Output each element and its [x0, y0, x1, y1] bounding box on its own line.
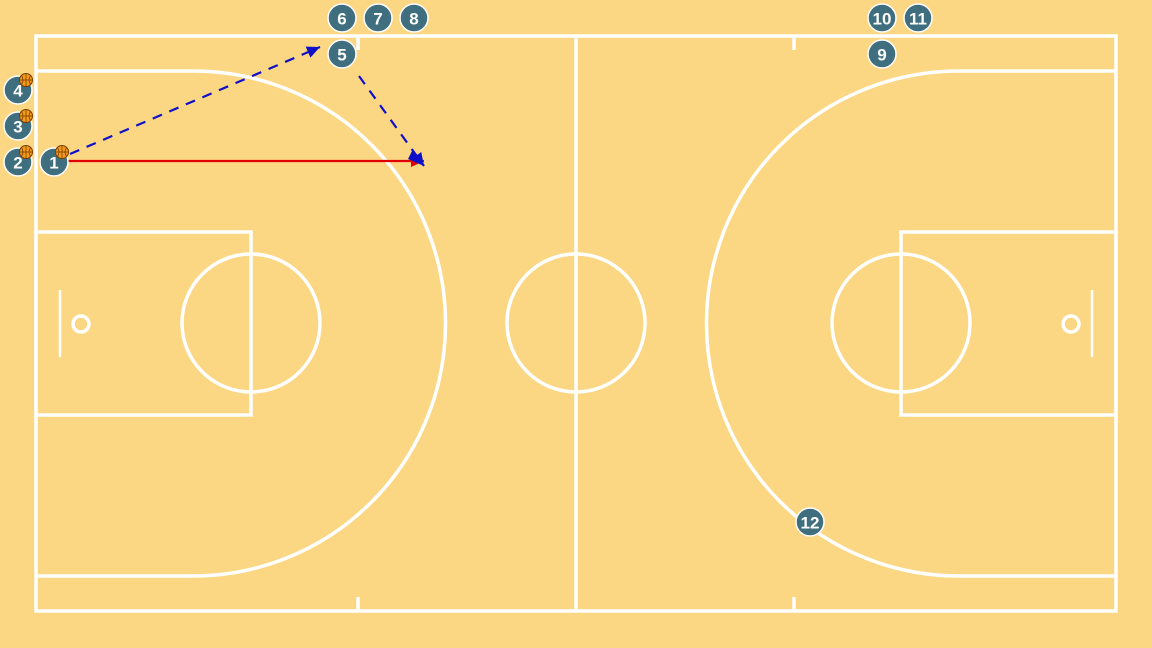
cut-arrowhead-overlay: [408, 151, 424, 166]
player-marker: [795, 507, 825, 537]
player-6[interactable]: 6: [327, 3, 357, 33]
key-right: [899, 230, 1118, 417]
player-number: 11: [909, 10, 927, 29]
player-5[interactable]: 5: [327, 39, 357, 69]
basket-right: [1061, 314, 1081, 334]
center-circle: [505, 252, 647, 394]
player-number: 8: [409, 10, 418, 29]
player-number: 2: [13, 154, 22, 173]
player-number: 4: [13, 82, 23, 101]
court-lines: [34, 34, 1118, 613]
player-10[interactable]: 10: [867, 3, 897, 33]
basket-left: [71, 314, 91, 334]
player-2[interactable]: 2: [3, 145, 33, 177]
player-number: 6: [337, 10, 346, 29]
player-marker: [327, 39, 357, 69]
three-point-line-left: [36, 69, 448, 578]
player-number: 12: [801, 514, 820, 533]
pass-arrow: [69, 45, 321, 156]
ball-icon: [55, 145, 69, 159]
ball-icon: [19, 73, 33, 87]
player-7[interactable]: 7: [363, 3, 393, 33]
player-marker: [867, 39, 897, 69]
key-left: [34, 230, 253, 417]
player-marker: [327, 3, 357, 33]
three-point-line-right: [704, 69, 1116, 578]
pass-arrowhead: [305, 46, 320, 58]
ball-icon: [19, 109, 33, 123]
player-1[interactable]: 1: [39, 145, 69, 177]
player-marker: [867, 3, 897, 33]
player-12[interactable]: 12: [795, 507, 825, 537]
player-3[interactable]: 3: [3, 109, 33, 141]
free-throw-circle-right: [830, 252, 972, 394]
player-8[interactable]: 8: [399, 3, 429, 33]
free-throw-circle-left: [180, 252, 322, 394]
player-9[interactable]: 9: [867, 39, 897, 69]
player-11[interactable]: 11: [903, 3, 933, 33]
player-number: 5: [337, 46, 346, 65]
player-number: 10: [873, 10, 892, 29]
player-number: 1: [49, 154, 58, 173]
player-number: 7: [373, 10, 382, 29]
player-number: 3: [13, 118, 22, 137]
player-4[interactable]: 4: [3, 73, 33, 105]
action-layer: [68, 45, 425, 167]
ball-icon: [19, 145, 33, 159]
player-number: 9: [877, 46, 886, 65]
player-marker: [399, 3, 429, 33]
player-marker: [903, 3, 933, 33]
player-marker: [363, 3, 393, 33]
